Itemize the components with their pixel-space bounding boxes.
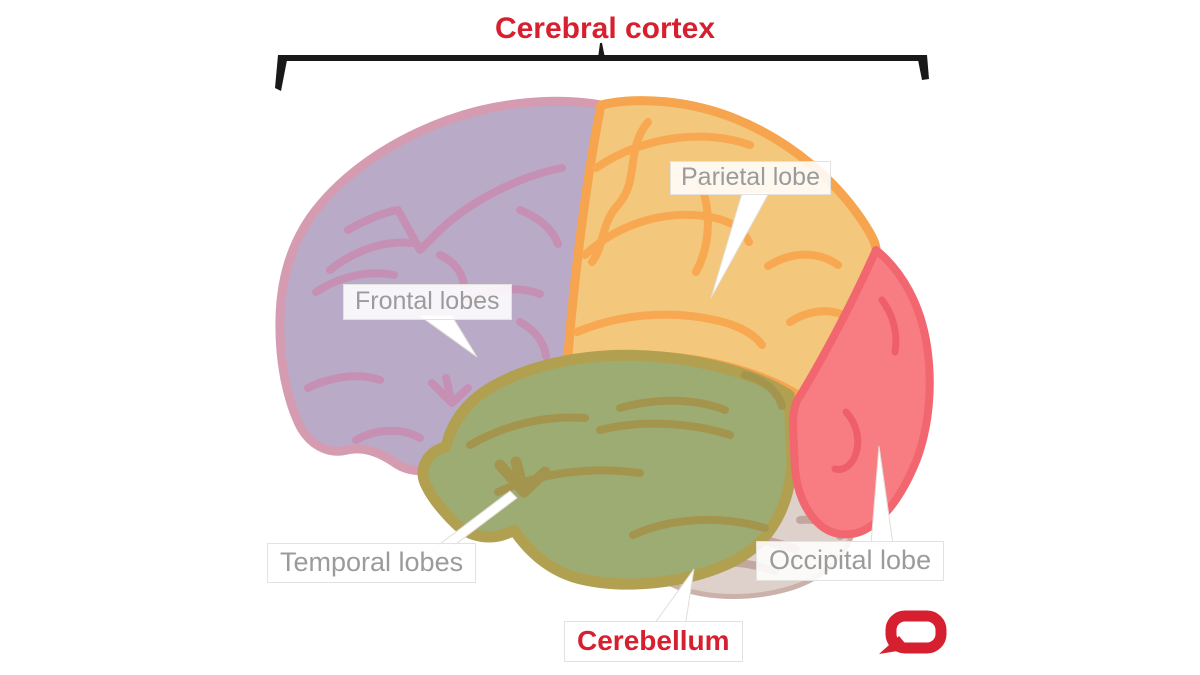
bracket-right-end [917,55,929,80]
cerebral-cortex-bracket [275,43,929,91]
occipital-sulci [831,296,900,473]
label-occipital-lobe: Occipital lobe [756,541,945,581]
label-parietal-lobe: Parietal lobe [670,161,831,195]
bracket-center-tick [598,43,605,58]
bracket-left-end [275,55,288,91]
occipital-lobe-region [789,246,934,539]
page-title: Cerebral cortex [494,12,716,45]
frontal-sulci [304,164,566,444]
logo-tail [879,636,910,654]
label-temporal-lobes: Temporal lobes [267,543,477,583]
logo-ring [885,610,947,654]
temporal-lobe-region [417,349,798,590]
label-frontal-lobes: Frontal lobes [343,284,512,320]
temporal-sulci [466,371,786,539]
label-cerebellum: Cerebellum [564,621,743,662]
speech-bubble-logo-icon [879,610,947,654]
